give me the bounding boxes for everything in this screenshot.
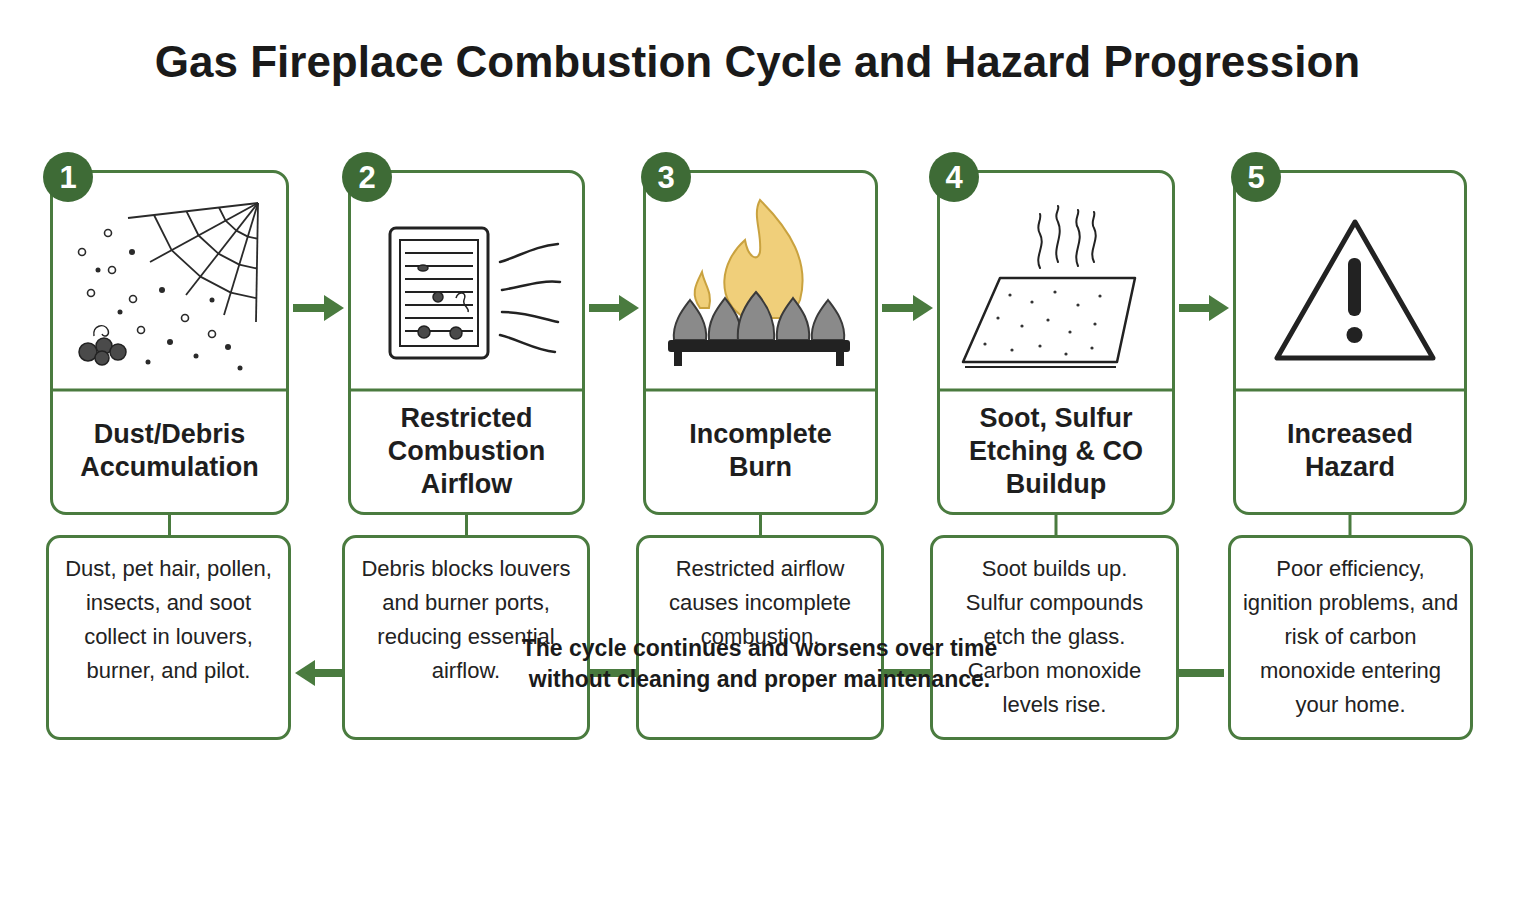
flow-connector [882, 295, 933, 321]
step-title: Incomplete Burn [661, 390, 861, 512]
step-description: Poor efficiency, ignition problems, and … [1240, 552, 1462, 722]
connector-line [168, 515, 171, 535]
step-title: Dust/Debris Accumulation [70, 390, 270, 512]
step-box: Increased Hazard [1233, 170, 1467, 515]
step-title: Soot, Sulfur Etching & CO Buildup [956, 390, 1156, 512]
arrow-head [324, 295, 344, 321]
cycle-note: The cycle continues and worsens over tim… [510, 633, 1010, 695]
arrow-head [1209, 295, 1229, 321]
step-title: Increased Hazard [1250, 390, 1450, 512]
step-number: 1 [59, 162, 76, 193]
flow-connector [1056, 515, 1057, 535]
step-number-circle: 1 [43, 152, 93, 202]
connector-line [1055, 515, 1058, 535]
connector-line [465, 515, 468, 535]
description-box: Dust, pet hair, pollen, insects, and soo… [46, 535, 291, 740]
flow-connector [169, 515, 170, 535]
connector-line [589, 304, 625, 312]
flow-connector [589, 295, 639, 321]
flow-connector [466, 515, 467, 535]
flow-connector [760, 515, 761, 535]
step-title: Restricted Combustion Airflow [367, 390, 567, 512]
connector-line [759, 515, 762, 535]
description-box: Poor efficiency, ignition problems, and … [1228, 535, 1473, 740]
step-number-circle: 5 [1231, 152, 1281, 202]
arrow-head [295, 660, 315, 686]
diagram-title: Gas Fireplace Combustion Cycle and Hazar… [0, 36, 1515, 88]
step-number-circle: 2 [342, 152, 392, 202]
connector-line [1179, 304, 1215, 312]
flow-connector [1179, 295, 1229, 321]
step-number: 3 [657, 162, 674, 193]
step-number-circle: 3 [641, 152, 691, 202]
connector-line [293, 304, 330, 312]
connector-line [1349, 515, 1352, 535]
connector-line [882, 304, 919, 312]
step-number: 4 [945, 162, 962, 193]
step-box: Dust/Debris Accumulation [50, 170, 289, 515]
step-number: 2 [358, 162, 375, 193]
step-number-circle: 4 [929, 152, 979, 202]
arrow-head [619, 295, 639, 321]
step-number: 5 [1247, 162, 1264, 193]
arrow-head [913, 295, 933, 321]
step-box: Incomplete Burn [643, 170, 878, 515]
step-box: Restricted Combustion Airflow [348, 170, 585, 515]
step-description: Dust, pet hair, pollen, insects, and soo… [61, 552, 276, 688]
flow-connector [293, 295, 344, 321]
flow-connector [1350, 515, 1351, 535]
step-box: Soot, Sulfur Etching & CO Buildup [937, 170, 1175, 515]
